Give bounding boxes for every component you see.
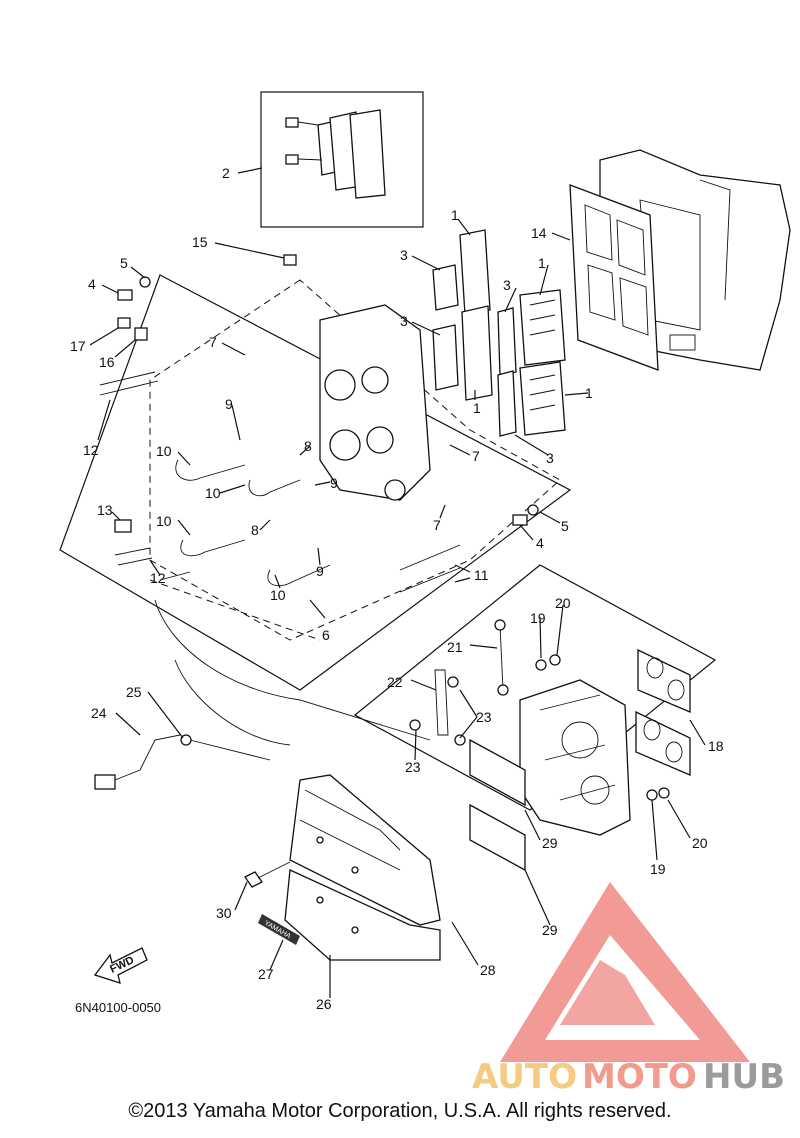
callout-4b: 4	[536, 535, 544, 551]
fwd-arrow: FWD	[93, 947, 148, 984]
callout-1d: 1	[585, 385, 593, 401]
callout-24: 24	[91, 705, 107, 721]
leader-lines	[89, 167, 706, 998]
callout-10d: 10	[270, 587, 286, 603]
callout-27: 27	[258, 966, 274, 982]
callout-19b: 19	[650, 861, 666, 877]
callout-17: 17	[70, 338, 86, 354]
callout-9a: 9	[225, 396, 233, 412]
callout-2: 2	[222, 165, 230, 181]
callout-5a: 5	[120, 255, 128, 271]
callout-1c: 1	[473, 400, 481, 416]
callout-10a: 10	[156, 443, 172, 459]
callout-12b: 12	[150, 570, 166, 586]
callout-15: 15	[192, 234, 208, 250]
watermark-moto: MOTO	[582, 1057, 697, 1097]
intake-manifold	[319, 304, 431, 501]
callout-8a: 8	[304, 438, 312, 454]
callout-20b: 20	[692, 835, 708, 851]
callout-18: 18	[708, 738, 724, 754]
callout-3b: 3	[400, 313, 408, 329]
watermark-hub: HUB	[703, 1057, 785, 1097]
callout-30: 30	[216, 905, 232, 921]
fasteners	[114, 254, 670, 801]
callout-10c: 10	[156, 513, 172, 529]
callout-28: 28	[480, 962, 496, 978]
sensor-24	[94, 734, 192, 790]
reed-valve-inset	[260, 91, 424, 228]
callout-3c: 3	[503, 277, 511, 293]
callout-1a: 1	[451, 207, 459, 223]
linkage-parts	[409, 619, 509, 746]
callout-7b: 7	[472, 448, 480, 464]
callout-29b: 29	[542, 922, 558, 938]
callout-9c: 9	[316, 563, 324, 579]
callout-3d: 3	[546, 450, 554, 466]
callout-7a: 7	[209, 334, 217, 350]
hoses	[99, 371, 461, 593]
callout-14: 14	[531, 225, 547, 241]
reed-valves	[459, 229, 566, 436]
callout-5b: 5	[561, 518, 569, 534]
copyright-text: ©2013 Yamaha Motor Corporation, U.S.A. A…	[128, 1100, 672, 1122]
callout-3a: 3	[400, 247, 408, 263]
callout-21: 21	[447, 639, 463, 655]
silencer-26	[284, 774, 441, 961]
callout-8b: 8	[251, 522, 259, 538]
callout-25: 25	[126, 684, 142, 700]
callout-11: 11	[474, 567, 489, 583]
gaskets-3	[432, 264, 517, 437]
watermark-auto: AUTO	[472, 1057, 577, 1097]
callout-12a: 12	[83, 442, 99, 458]
gaskets-18	[635, 648, 691, 776]
gasket-14	[569, 184, 659, 371]
callout-1b: 1	[538, 255, 546, 271]
callout-20a: 20	[555, 595, 571, 611]
callout-labels: 1 1 1 1 2 3 3 3 3 4 4 5 5 6 7 7 7 8 8 9 …	[70, 165, 724, 1012]
callout-13: 13	[97, 502, 113, 518]
part-code: 6N40100-0050	[75, 1000, 161, 1015]
bolt-30	[244, 861, 291, 888]
carburetor-assembly	[519, 679, 631, 836]
callout-22: 22	[387, 674, 403, 690]
callout-7c: 7	[433, 517, 441, 533]
callout-16: 16	[99, 354, 115, 370]
callout-10b: 10	[205, 485, 221, 501]
automotohub-logo: AUTO MOTO HUB	[472, 882, 785, 1097]
callout-9b: 9	[330, 475, 338, 491]
callout-29a: 29	[542, 835, 558, 851]
gaskets-29	[469, 738, 526, 872]
callout-23a: 23	[476, 709, 492, 725]
callout-4a: 4	[88, 276, 96, 292]
callout-23b: 23	[405, 759, 421, 775]
callout-26: 26	[316, 996, 332, 1012]
callout-19a: 19	[530, 610, 546, 626]
callout-6: 6	[322, 627, 330, 643]
